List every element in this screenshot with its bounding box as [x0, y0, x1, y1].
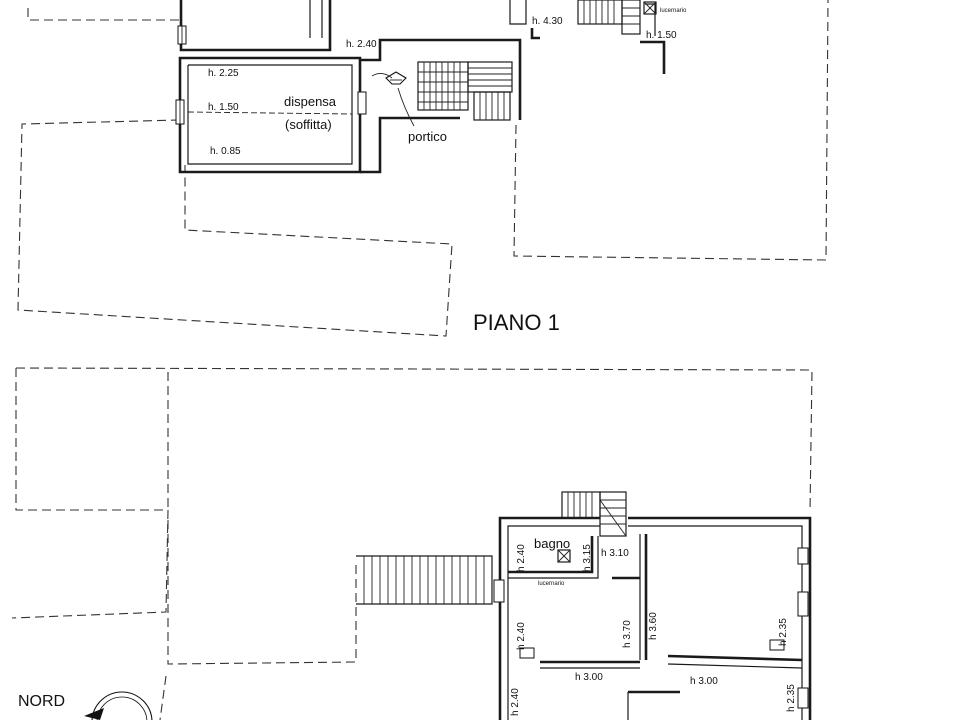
height-label: h 3.70: [622, 620, 633, 648]
north-compass: NORD: [18, 691, 153, 720]
lower-property-outlines: [11, 367, 813, 720]
height-label: h. 1.50: [646, 30, 677, 41]
height-label: h 3.15: [582, 544, 593, 572]
floor-title: PIANO 1: [473, 310, 560, 335]
room-name-dispensa: dispensa: [284, 94, 337, 109]
skylight-label: lucernario: [538, 581, 565, 587]
compass-inner-circle: [96, 696, 148, 720]
height-label: h. 4.30: [532, 16, 563, 27]
upper-property-outlines: [17, 0, 829, 337]
lower-stairs: [356, 491, 627, 605]
upper-stair-portico: [371, 61, 513, 127]
upper-stair-top-right: [577, 0, 657, 35]
north-label: NORD: [18, 693, 65, 710]
north-arrow-icon: [84, 708, 104, 720]
height-label: h. 2.40: [346, 39, 377, 50]
height-label: h 2.40: [516, 622, 527, 650]
height-label: h 3.60: [648, 612, 659, 640]
lower-plan-labels: bagno lucernario h 3.10 h 3.00 h 3.00 h …: [510, 536, 797, 716]
height-label: h 2.35: [786, 684, 797, 712]
upper-plan-walls: [175, 0, 666, 174]
height-label: h. 0.85: [210, 146, 241, 157]
height-label: h 2.40: [510, 688, 521, 716]
room-name-bagno: bagno: [534, 536, 570, 551]
height-label: h. 1.50: [208, 102, 239, 113]
height-label: h 2.35: [778, 618, 789, 646]
room-note-soffitta: (soffitta): [285, 117, 332, 132]
height-label: h 3.00: [575, 672, 603, 683]
skylight-label: lucernario: [660, 8, 687, 14]
height-label: h 2.40: [516, 544, 527, 572]
room-name-portico: portico: [408, 129, 447, 144]
height-label: h 3.00: [690, 676, 718, 687]
height-label: h. 2.25: [208, 68, 239, 79]
compass-circle: [91, 691, 153, 720]
upper-plan-labels: h. 2.25 h. 1.50 h. 0.85 h. 2.40 h. 4.30 …: [208, 8, 687, 157]
height-label: h 3.10: [601, 548, 629, 559]
